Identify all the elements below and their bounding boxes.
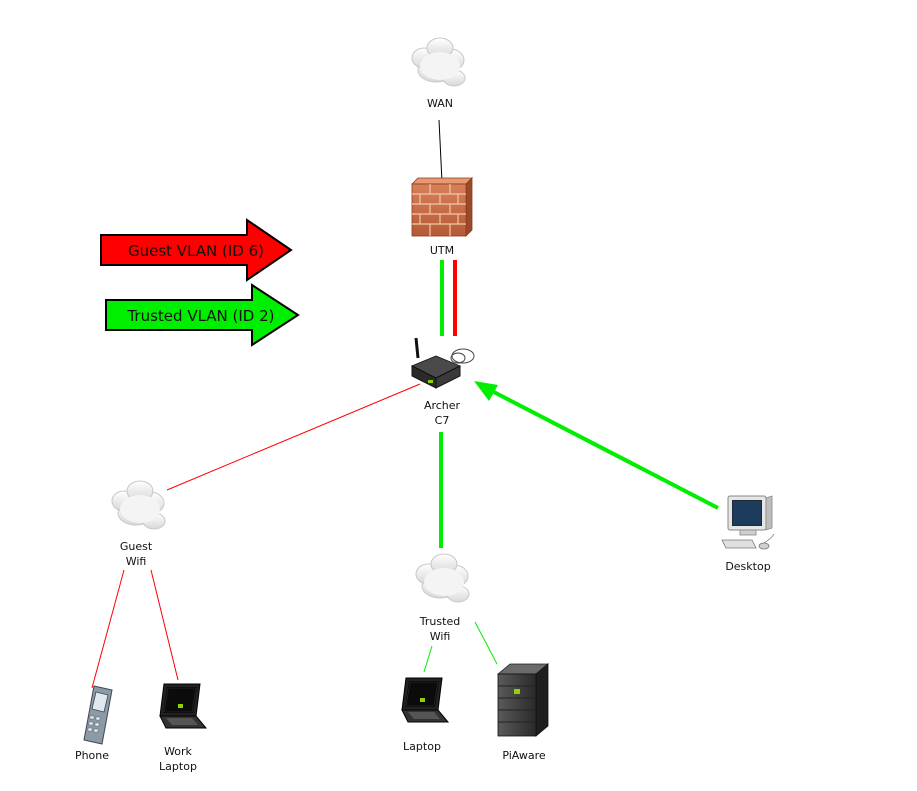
phone-icon [83,685,113,745]
utm-label: UTM [429,244,455,257]
trusted-wifi-cloud-icon [415,553,470,603]
work-laptop-label: Work Laptop [150,744,206,774]
wan-cloud-icon [411,37,466,87]
firewall-icon [411,177,473,237]
work-laptop-icon [159,683,207,729]
laptop-label: Laptop [403,740,441,753]
guest-wifi-cloud-icon [111,480,166,530]
desktop-icon [721,495,775,550]
piaware-label: PiAware [502,749,546,762]
trusted-wifi-label-line2: Wifi [429,630,451,643]
archer-label-line1: Archer [423,399,461,412]
arrowhead-icon [474,381,498,401]
guest-wifi-label-line2: Wifi [125,555,147,568]
archer-label: Archer C7 [414,398,470,428]
legend-trusted-arrow [105,283,300,347]
link-wan-utm [438,119,443,183]
trusted-wifi-label: Trusted Wifi [408,614,472,644]
work-laptop-label-line1: Work [164,745,192,758]
link-trusted-wifi-piaware [474,621,498,665]
legend-trusted-vlan: Trusted VLAN (ID 2) [105,283,300,347]
legend-guest-vlan: Guest VLAN (ID 6) [100,218,293,282]
link-guest-wifi-work-laptop [150,569,179,681]
archer-label-line2: C7 [434,414,450,427]
trusted-wifi-label-line1: Trusted [419,615,461,628]
guest-wifi-label-line1: Guest [119,540,153,553]
wan-label: WAN [426,97,454,110]
guest-wifi-label: Guest Wifi [108,539,164,569]
link-trusted-wifi-laptop [423,645,433,673]
legend-guest-label: Guest VLAN (ID 6) [128,242,264,260]
server-icon [496,663,550,737]
legend-trusted-label: Trusted VLAN (ID 2) [126,307,274,325]
link-desktop-archer [489,388,719,510]
laptop-icon [401,677,449,723]
legend-guest-arrow [100,218,293,282]
desktop-label: Desktop [725,560,771,573]
work-laptop-label-line2: Laptop [159,760,197,773]
phone-label: Phone [74,749,110,762]
link-archer-guest-wifi [166,383,421,491]
link-guest-wifi-phone [91,569,125,689]
router-icon [410,337,475,389]
